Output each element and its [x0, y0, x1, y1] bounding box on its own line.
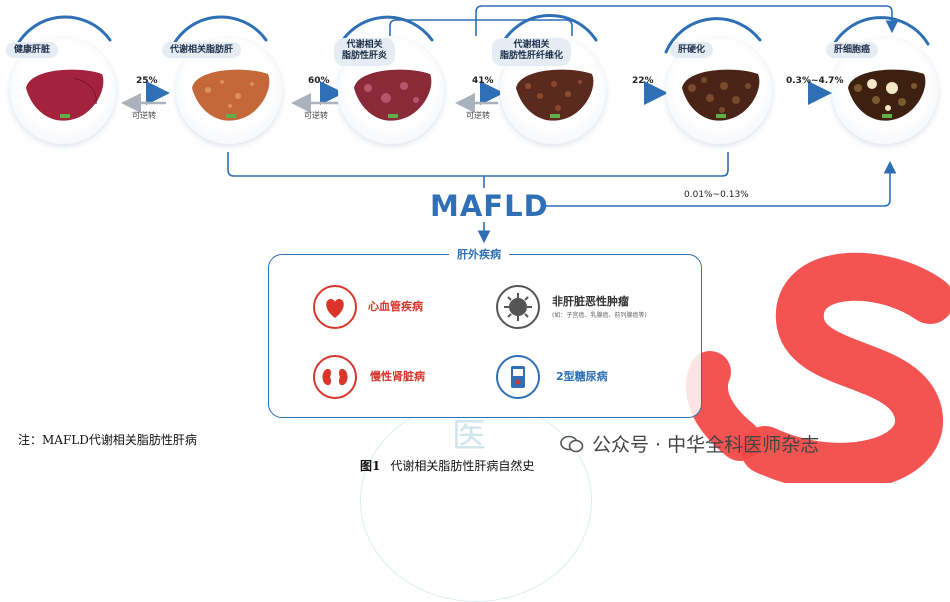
transition-pct-1: 25%	[136, 76, 158, 86]
reversible-label-3: 可逆转	[466, 111, 490, 120]
mafld-to-hcc-pct: 0.01%~0.13%	[684, 190, 749, 200]
extrahepatic-title: 肝外疾病	[449, 246, 509, 262]
glucose-meter-icon	[496, 355, 540, 399]
stage-label-hcc: 肝细胞癌	[826, 42, 879, 58]
heart-icon	[313, 285, 357, 329]
stage-label-fatty: 代谢相关脂肪肝	[162, 42, 242, 58]
mafld-title: MAFLD	[430, 189, 549, 223]
red-watermark-logo	[741, 252, 950, 483]
figure-title: 代谢相关脂肪性肝病自然史	[390, 459, 535, 473]
healthy-liver-icon	[26, 69, 104, 121]
stage-label-cirrhosis: 肝硬化	[670, 42, 714, 58]
footnote: 注：MAFLD代谢相关脂肪性肝病	[18, 433, 197, 447]
disease-nonliver-cancer-note: (如：子宫癌、乳腺癌、前列腺癌等)	[552, 312, 647, 319]
figure-number: 图1	[360, 459, 381, 473]
hcc-liver-icon	[848, 69, 926, 121]
transition-pct-3: 41%	[472, 76, 494, 86]
seal-watermark-char: 医	[452, 416, 486, 456]
transition-pct-5: 0.3%~4.7%	[786, 76, 844, 86]
fatty-liver-icon	[192, 69, 270, 121]
wechat-watermark-text: 公众号 · 中华全科医师杂志	[592, 434, 820, 456]
stage-label-nash: 代谢相关 脂肪性肝炎	[334, 38, 396, 66]
transition-pct-2: 60%	[308, 76, 330, 86]
stage-label-healthy: 健康肝脏	[6, 42, 59, 58]
nash-liver-icon	[354, 69, 432, 121]
connector-arrows	[12, 5, 950, 483]
figure-caption: 图1 代谢相关脂肪性肝病自然史	[360, 457, 534, 474]
reversible-label-1: 可逆转	[132, 111, 156, 120]
reversible-label-2: 可逆转	[304, 111, 328, 120]
stage-label-fibrosis: 代谢相关 脂肪性肝纤维化	[492, 38, 572, 66]
transition-pct-4: 22%	[632, 76, 654, 86]
disease-cardiovascular: 心血管疾病	[368, 300, 423, 313]
tumor-icon	[496, 285, 540, 329]
kidney-icon	[313, 355, 357, 399]
cirrhosis-liver-icon	[682, 69, 760, 121]
disease-ckd: 慢性肾脏病	[370, 370, 425, 383]
stage-label-nash-line1: 代谢相关	[346, 40, 383, 50]
wechat-icon	[560, 435, 584, 453]
disease-t2dm: 2型糖尿病	[556, 370, 608, 383]
stage-label-fibrosis-line2: 脂肪性肝纤维化	[500, 51, 564, 61]
wechat-watermark: 公众号 · 中华全科医师杂志	[560, 430, 819, 457]
stage-label-nash-line2: 脂肪性肝炎	[342, 51, 388, 61]
stage-label-fibrosis-line1: 代谢相关	[513, 40, 550, 50]
disease-nonliver-cancer: 非肝脏恶性肿瘤	[552, 295, 629, 308]
fibrosis-liver-icon	[516, 69, 594, 121]
